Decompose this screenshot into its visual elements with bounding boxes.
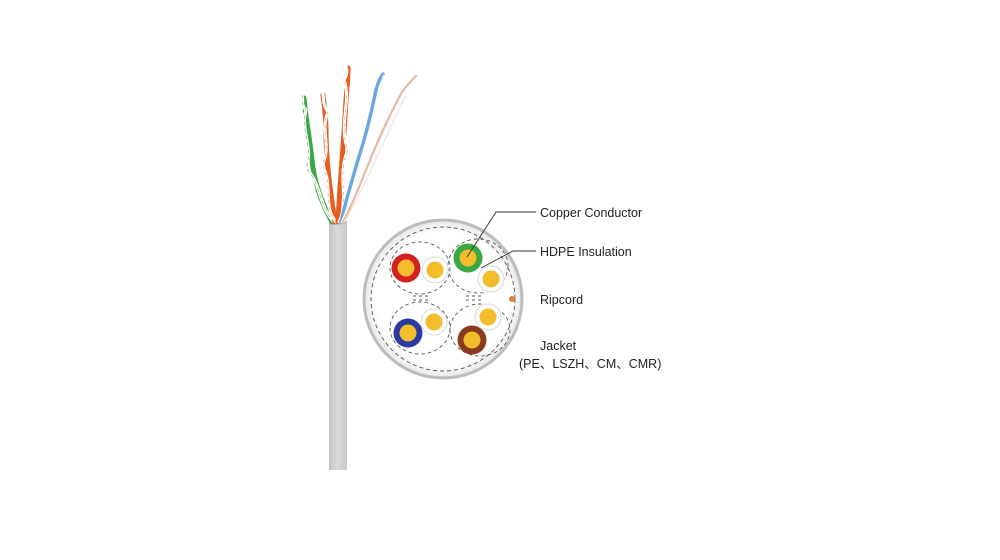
twisted-blue-pair bbox=[339, 72, 386, 224]
cable-jacket bbox=[329, 222, 347, 470]
copper-core bbox=[463, 331, 481, 349]
callout-ripcord: Ripcord bbox=[540, 293, 583, 307]
label-copper-conductor: Copper Conductor bbox=[540, 206, 642, 220]
copper-core bbox=[479, 308, 497, 326]
conductor-brown-white bbox=[474, 303, 502, 331]
conductor-green-white bbox=[477, 265, 505, 293]
callout-hdpe-insulation: HDPE Insulation bbox=[480, 245, 632, 269]
label-ripcord: Ripcord bbox=[540, 293, 583, 307]
twisted-green-pair bbox=[300, 94, 336, 225]
pair-group-bottom-right bbox=[449, 303, 511, 357]
conductor-brown bbox=[457, 325, 487, 355]
label-jacket-materials: (PE、LSZH、CM、CMR) bbox=[519, 357, 661, 371]
leader-line bbox=[466, 211, 536, 258]
pair-groups bbox=[389, 238, 511, 357]
conductor-blue-white bbox=[420, 308, 448, 336]
conductor-blue bbox=[393, 318, 423, 348]
cable-side-view bbox=[300, 64, 418, 470]
pair-group-bottom-left bbox=[389, 301, 451, 355]
twisted-orange-pair bbox=[320, 92, 338, 225]
ripcord bbox=[509, 296, 515, 302]
conductor-red bbox=[391, 253, 421, 283]
label-jacket: Jacket bbox=[540, 339, 577, 353]
label-hdpe-insulation: HDPE Insulation bbox=[540, 245, 632, 259]
copper-core bbox=[425, 313, 443, 331]
copper-core bbox=[426, 261, 444, 279]
cable-cross-section bbox=[362, 218, 524, 380]
callout-jacket: Jacket (PE、LSZH、CM、CMR) bbox=[519, 339, 661, 371]
pair-group-top-left bbox=[389, 241, 451, 295]
callout-copper-conductor: Copper Conductor bbox=[466, 206, 642, 258]
conductor-red-white bbox=[421, 256, 449, 284]
pair-group-top-right bbox=[447, 238, 509, 294]
copper-core bbox=[482, 270, 500, 288]
twisted-orange-white-pair bbox=[335, 64, 351, 225]
callouts: Copper Conductor HDPE Insulation Ripcord… bbox=[466, 206, 661, 371]
copper-core bbox=[399, 324, 417, 342]
conductor-green bbox=[453, 243, 483, 273]
pair-separators bbox=[413, 295, 483, 301]
jacket-outer bbox=[362, 218, 524, 380]
copper-core bbox=[397, 259, 415, 277]
copper-core bbox=[459, 249, 477, 267]
leader-line bbox=[480, 250, 536, 269]
twisted-brown-pair bbox=[341, 74, 418, 224]
